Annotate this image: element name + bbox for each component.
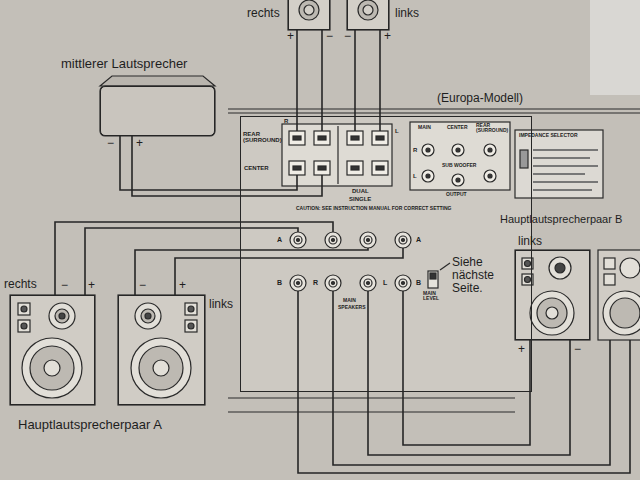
main-speaker: links <box>118 295 205 405</box>
polarity-sign: + <box>287 30 294 43</box>
channel-label: R <box>284 118 288 124</box>
speaker-label: links <box>395 7 419 20</box>
panel-label: CENTER <box>447 125 468 130</box>
speaker-wire <box>379 30 381 116</box>
speaker-label: rechts <box>4 278 37 291</box>
panel-label: REAR (SURROUND) <box>476 123 510 134</box>
speaker-wire <box>321 30 323 116</box>
speaker-label: mittlerer Lautsprecher <box>61 57 187 71</box>
speaker-label: rechts <box>247 7 280 20</box>
panel-label: SINGLE <box>349 196 371 202</box>
polarity-sign: + <box>136 137 143 150</box>
channel-label: L <box>395 128 399 134</box>
polarity-sign: + <box>518 343 525 356</box>
polarity-sign: − <box>326 30 333 43</box>
panel-label: DUAL <box>352 188 369 194</box>
polarity-sign: − <box>139 279 146 292</box>
speaker-wire <box>368 340 570 455</box>
panel-label: OUTPUT <box>446 192 467 197</box>
speaker-label: links <box>518 235 542 248</box>
main-speaker: links <box>515 250 590 340</box>
panel-label: MAIN <box>418 125 431 130</box>
polarity-sign: − <box>344 30 351 43</box>
speaker-wire <box>132 136 240 196</box>
channel-label: L <box>383 279 387 286</box>
rear-speaker: rechts <box>288 0 330 30</box>
speaker-wire <box>55 222 240 295</box>
speaker-wire <box>85 228 240 295</box>
panel-label: CENTER <box>244 165 269 171</box>
channel-label: L <box>413 173 417 179</box>
speaker-wire <box>296 30 298 116</box>
speaker-wire <box>354 30 356 116</box>
rear-speaker: links <box>347 0 389 30</box>
speaker-label: (Europa-Modell) <box>437 92 523 105</box>
polarity-sign: + <box>88 279 95 292</box>
center-speaker: mittlerer Lautsprecher <box>100 86 215 136</box>
note-callout: Siehe nächste Seite. <box>452 256 510 296</box>
polarity-sign: + <box>179 279 186 292</box>
speaker-wire <box>120 136 240 190</box>
speaker-wire <box>403 340 530 445</box>
panel-label: IMPEDANCE SELECTOR <box>519 133 578 138</box>
channel-label: R <box>313 279 318 286</box>
polarity-sign: + <box>384 30 391 43</box>
terminal-label: B <box>416 279 421 286</box>
channel-label: R <box>413 147 417 153</box>
group-heading: Hauptlautsprecherpaar A <box>18 418 162 432</box>
polarity-sign: − <box>107 137 114 150</box>
receiver-panel: (Europa-Modell) <box>240 116 532 392</box>
speaker-wire <box>175 258 240 295</box>
caution-note: CAUTION: SEE INSTRUCTION MANUAL FOR CORR… <box>296 206 451 211</box>
panel-label: SUB WOOFER <box>442 163 476 168</box>
panel-label: SPEAKERS <box>338 305 366 310</box>
terminal-label: A <box>416 236 421 243</box>
panel-label: MAIN <box>343 298 356 303</box>
main-speaker: rechts <box>10 295 95 405</box>
panel-label: REAR (SURROUND) <box>243 131 281 144</box>
group-heading: Hauptlautsprecherpaar B <box>500 213 622 225</box>
speaker-label: links <box>209 298 233 311</box>
polarity-sign: − <box>61 279 68 292</box>
terminal-label: A <box>277 236 282 243</box>
polarity-sign: − <box>574 343 581 356</box>
terminal-label: B <box>277 279 282 286</box>
switch-label: MAIN LEVEL <box>423 291 445 302</box>
speaker-wire <box>135 250 240 295</box>
